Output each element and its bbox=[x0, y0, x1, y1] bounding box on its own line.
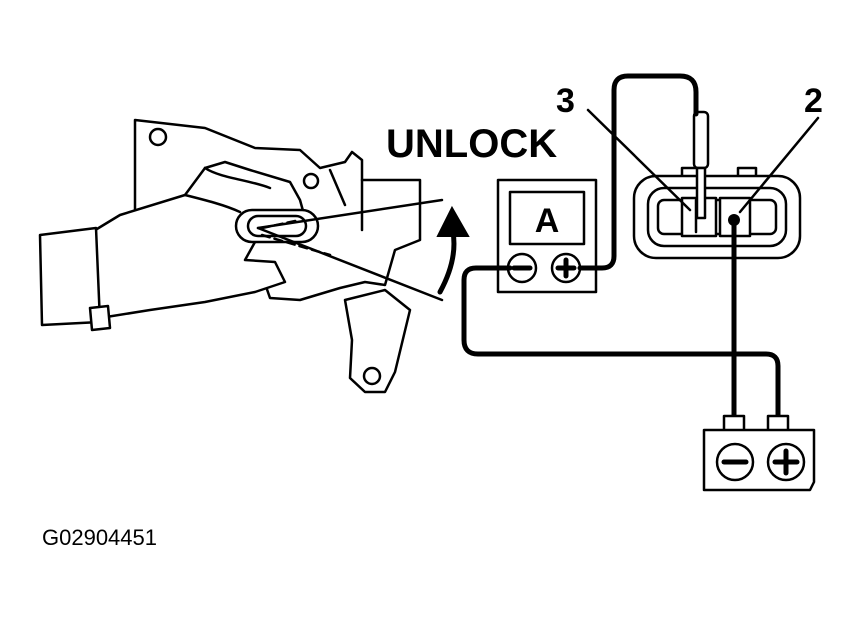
terminal-2-label: 2 bbox=[804, 82, 823, 120]
terminal-3-label: 3 bbox=[556, 82, 575, 120]
test-leads bbox=[461, 73, 781, 423]
ammeter: A bbox=[496, 178, 598, 294]
ammeter-plus-terminal bbox=[550, 252, 582, 284]
unlock-label: UNLOCK bbox=[386, 122, 557, 166]
battery bbox=[702, 414, 816, 492]
unlock-arrow-icon bbox=[436, 205, 470, 237]
lock-motor-connector bbox=[632, 166, 802, 260]
ammeter-symbol: A bbox=[535, 202, 560, 240]
figure-code: G02904451 bbox=[42, 525, 157, 550]
terminal-leaders bbox=[586, 108, 820, 214]
battery-minus-terminal bbox=[715, 442, 755, 482]
battery-plus-terminal bbox=[766, 442, 806, 482]
unlock-motion-indicator bbox=[256, 198, 470, 302]
test-probe bbox=[692, 110, 710, 220]
